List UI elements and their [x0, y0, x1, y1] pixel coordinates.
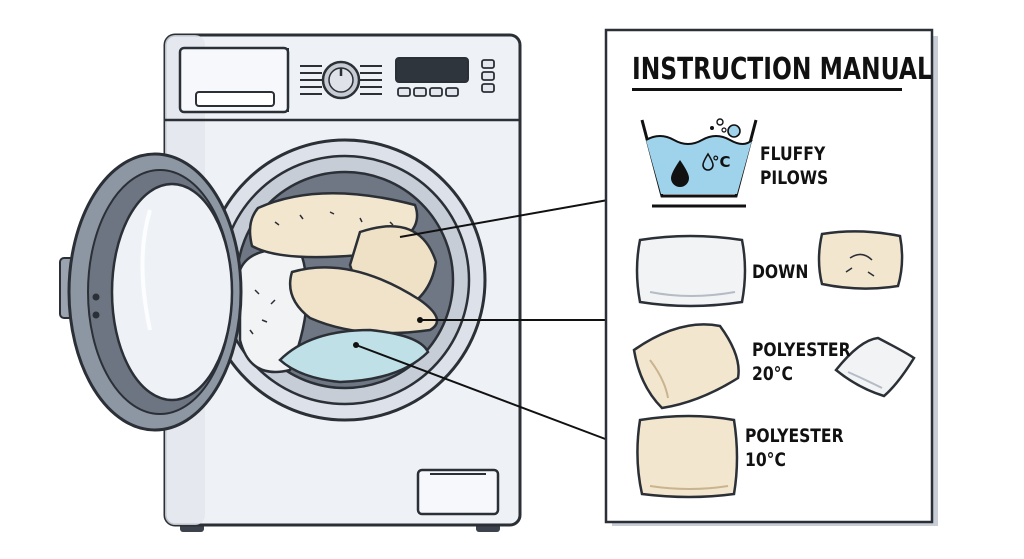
door-glass: [110, 182, 234, 402]
callout-line-top: [399, 199, 609, 238]
manual-title-underline: [632, 88, 902, 91]
bubble-icon: [727, 124, 741, 138]
detergent-drawer-handle: [195, 91, 275, 107]
label-fluffy-pillows-line1: FLUFFY: [760, 143, 826, 165]
water-drop-icon: [671, 160, 689, 187]
polyester20-pillow-white: [834, 336, 916, 398]
drum-pillows: [238, 191, 439, 384]
small-drop-icon: [702, 152, 714, 171]
drum-pillow-teal: [278, 328, 430, 384]
vent-lines-left: [300, 65, 322, 95]
manual-title: INSTRUCTION MANUAL: [632, 52, 932, 87]
filter-flap[interactable]: [416, 468, 500, 516]
callout-line-bottom: [355, 344, 609, 441]
wash-temperature-symbol: °C: [712, 153, 731, 171]
vent-lines-right: [360, 65, 382, 95]
label-down: DOWN: [752, 261, 809, 283]
instruction-manual: [604, 28, 938, 526]
door-lock-dot-top: [92, 293, 100, 301]
down-pillow-white: [635, 234, 747, 308]
control-buttons[interactable]: [397, 59, 495, 97]
digital-display: [395, 57, 469, 83]
label-polyester-20-line1: POLYESTER: [752, 339, 851, 361]
polyester20-pillow-cream: [632, 323, 740, 410]
door-lock-dot-bottom: [92, 311, 100, 319]
program-dial[interactable]: [321, 60, 361, 100]
label-polyester-10-line2: 10°C: [745, 449, 786, 471]
callout-lines: [355, 199, 609, 441]
polyester10-pillow-cream: [636, 414, 739, 499]
down-pillow-cream: [817, 230, 904, 290]
label-fluffy-pillows-line2: PILOWS: [760, 167, 829, 189]
label-polyester-20-line2: 20°C: [752, 363, 793, 385]
washing-machine: [163, 33, 522, 532]
wash-basin-icon: [640, 118, 758, 208]
label-polyester-10-line1: POLYESTER: [745, 425, 844, 447]
machine-door[interactable]: [59, 152, 243, 432]
drum-pillow-cream-middle: [288, 266, 439, 335]
